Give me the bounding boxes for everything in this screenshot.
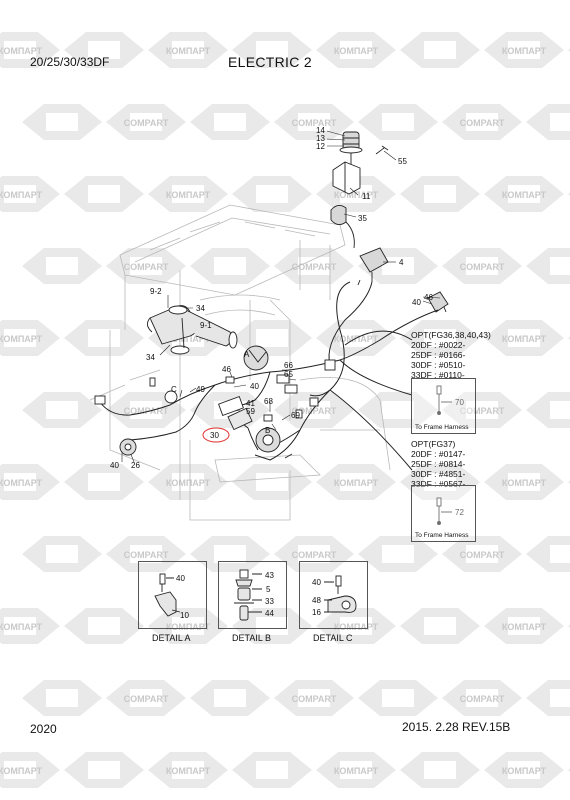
detail-b-title: DETAIL B <box>232 633 272 643</box>
beacon-lamp <box>330 131 449 313</box>
detail-c-box <box>299 561 368 629</box>
label-11: 11 <box>362 192 371 201</box>
label-4: 4 <box>399 258 404 267</box>
option-1-note: To Frame Harness <box>415 424 469 431</box>
label-26: 26 <box>131 461 140 470</box>
option-2-text: OPT(FG37) 20DF : #0147- 25DF : #0814- 30… <box>411 439 465 489</box>
part-30-highlight <box>202 427 230 443</box>
detail-b-part-5: 5 <box>266 585 271 594</box>
detail-a-box <box>138 561 207 629</box>
option-2-line: 25DF : #0814- <box>411 459 466 469</box>
label-68: 68 <box>264 397 273 406</box>
label-12: 12 <box>316 142 325 151</box>
label-A: A <box>244 350 250 359</box>
option-2-box: To Frame Harness <box>411 485 476 542</box>
label-34-bottom: 34 <box>146 353 155 362</box>
option-1-line: 25DF : #0166- <box>411 350 466 360</box>
option-connectors <box>436 385 452 525</box>
detail-a-title: DETAIL A <box>152 633 191 643</box>
detail-c-part-40: 40 <box>312 578 321 587</box>
page-title: ELECTRIC 2 <box>228 54 312 70</box>
option-2-note: To Frame Harness <box>415 532 469 539</box>
catalog-year: 2020 <box>30 722 57 736</box>
detail-a-part-40: 40 <box>176 574 185 583</box>
label-30: 30 <box>210 431 219 440</box>
leader-lines <box>121 130 441 463</box>
label-B: B <box>265 426 270 435</box>
label-66: 66 <box>284 361 293 370</box>
label-49: 49 <box>196 385 205 394</box>
option-1-text: OPT(FG36,38,40,43) 20DF : #0022- 25DF : … <box>411 330 491 380</box>
option-1-line: 20DF : #0022- <box>411 340 466 350</box>
label-40-top: 40 <box>412 298 421 307</box>
option-2-line: 30DF : #4851- <box>411 469 466 479</box>
option-2-line: 20DF : #0147- <box>411 449 466 459</box>
label-59: 59 <box>246 407 255 416</box>
label-69: 69 <box>291 411 300 420</box>
option-1-line: OPT(FG36,38,40,43) <box>411 330 491 340</box>
label-C: C <box>171 385 177 394</box>
option-2-line: OPT(FG37) <box>411 439 456 449</box>
label-55: 55 <box>398 157 407 166</box>
option-1-line: 33DF : #0110- <box>411 370 465 380</box>
option-1-box: To Frame Harness <box>411 378 476 434</box>
detail-b-part-33: 33 <box>265 597 274 606</box>
option-1-line: 30DF : #0510- <box>411 360 466 370</box>
truck-outline <box>89 204 391 521</box>
detail-b-box <box>218 561 287 629</box>
label-46-top: 46 <box>424 293 433 302</box>
label-40-mid: 40 <box>250 382 259 391</box>
detail-c-title: DETAIL C <box>313 633 353 643</box>
steering-column <box>147 305 238 355</box>
label-34-top: 34 <box>196 304 205 313</box>
model-numbers: 20/25/30/33DF <box>30 55 110 69</box>
option-part-72: 72 <box>455 508 464 517</box>
label-9-2: 9-2 <box>150 287 162 296</box>
label-35: 35 <box>358 214 367 223</box>
revision-date: 2015. 2.28 REV.15B <box>402 720 511 734</box>
label-9-1: 9-1 <box>200 321 212 330</box>
label-40-bottom: 40 <box>110 461 119 470</box>
detail-b-part-43: 43 <box>265 571 274 580</box>
label-65: 65 <box>284 370 293 379</box>
detail-c-part-48: 48 <box>312 596 321 605</box>
label-46-mid: 46 <box>222 365 231 374</box>
